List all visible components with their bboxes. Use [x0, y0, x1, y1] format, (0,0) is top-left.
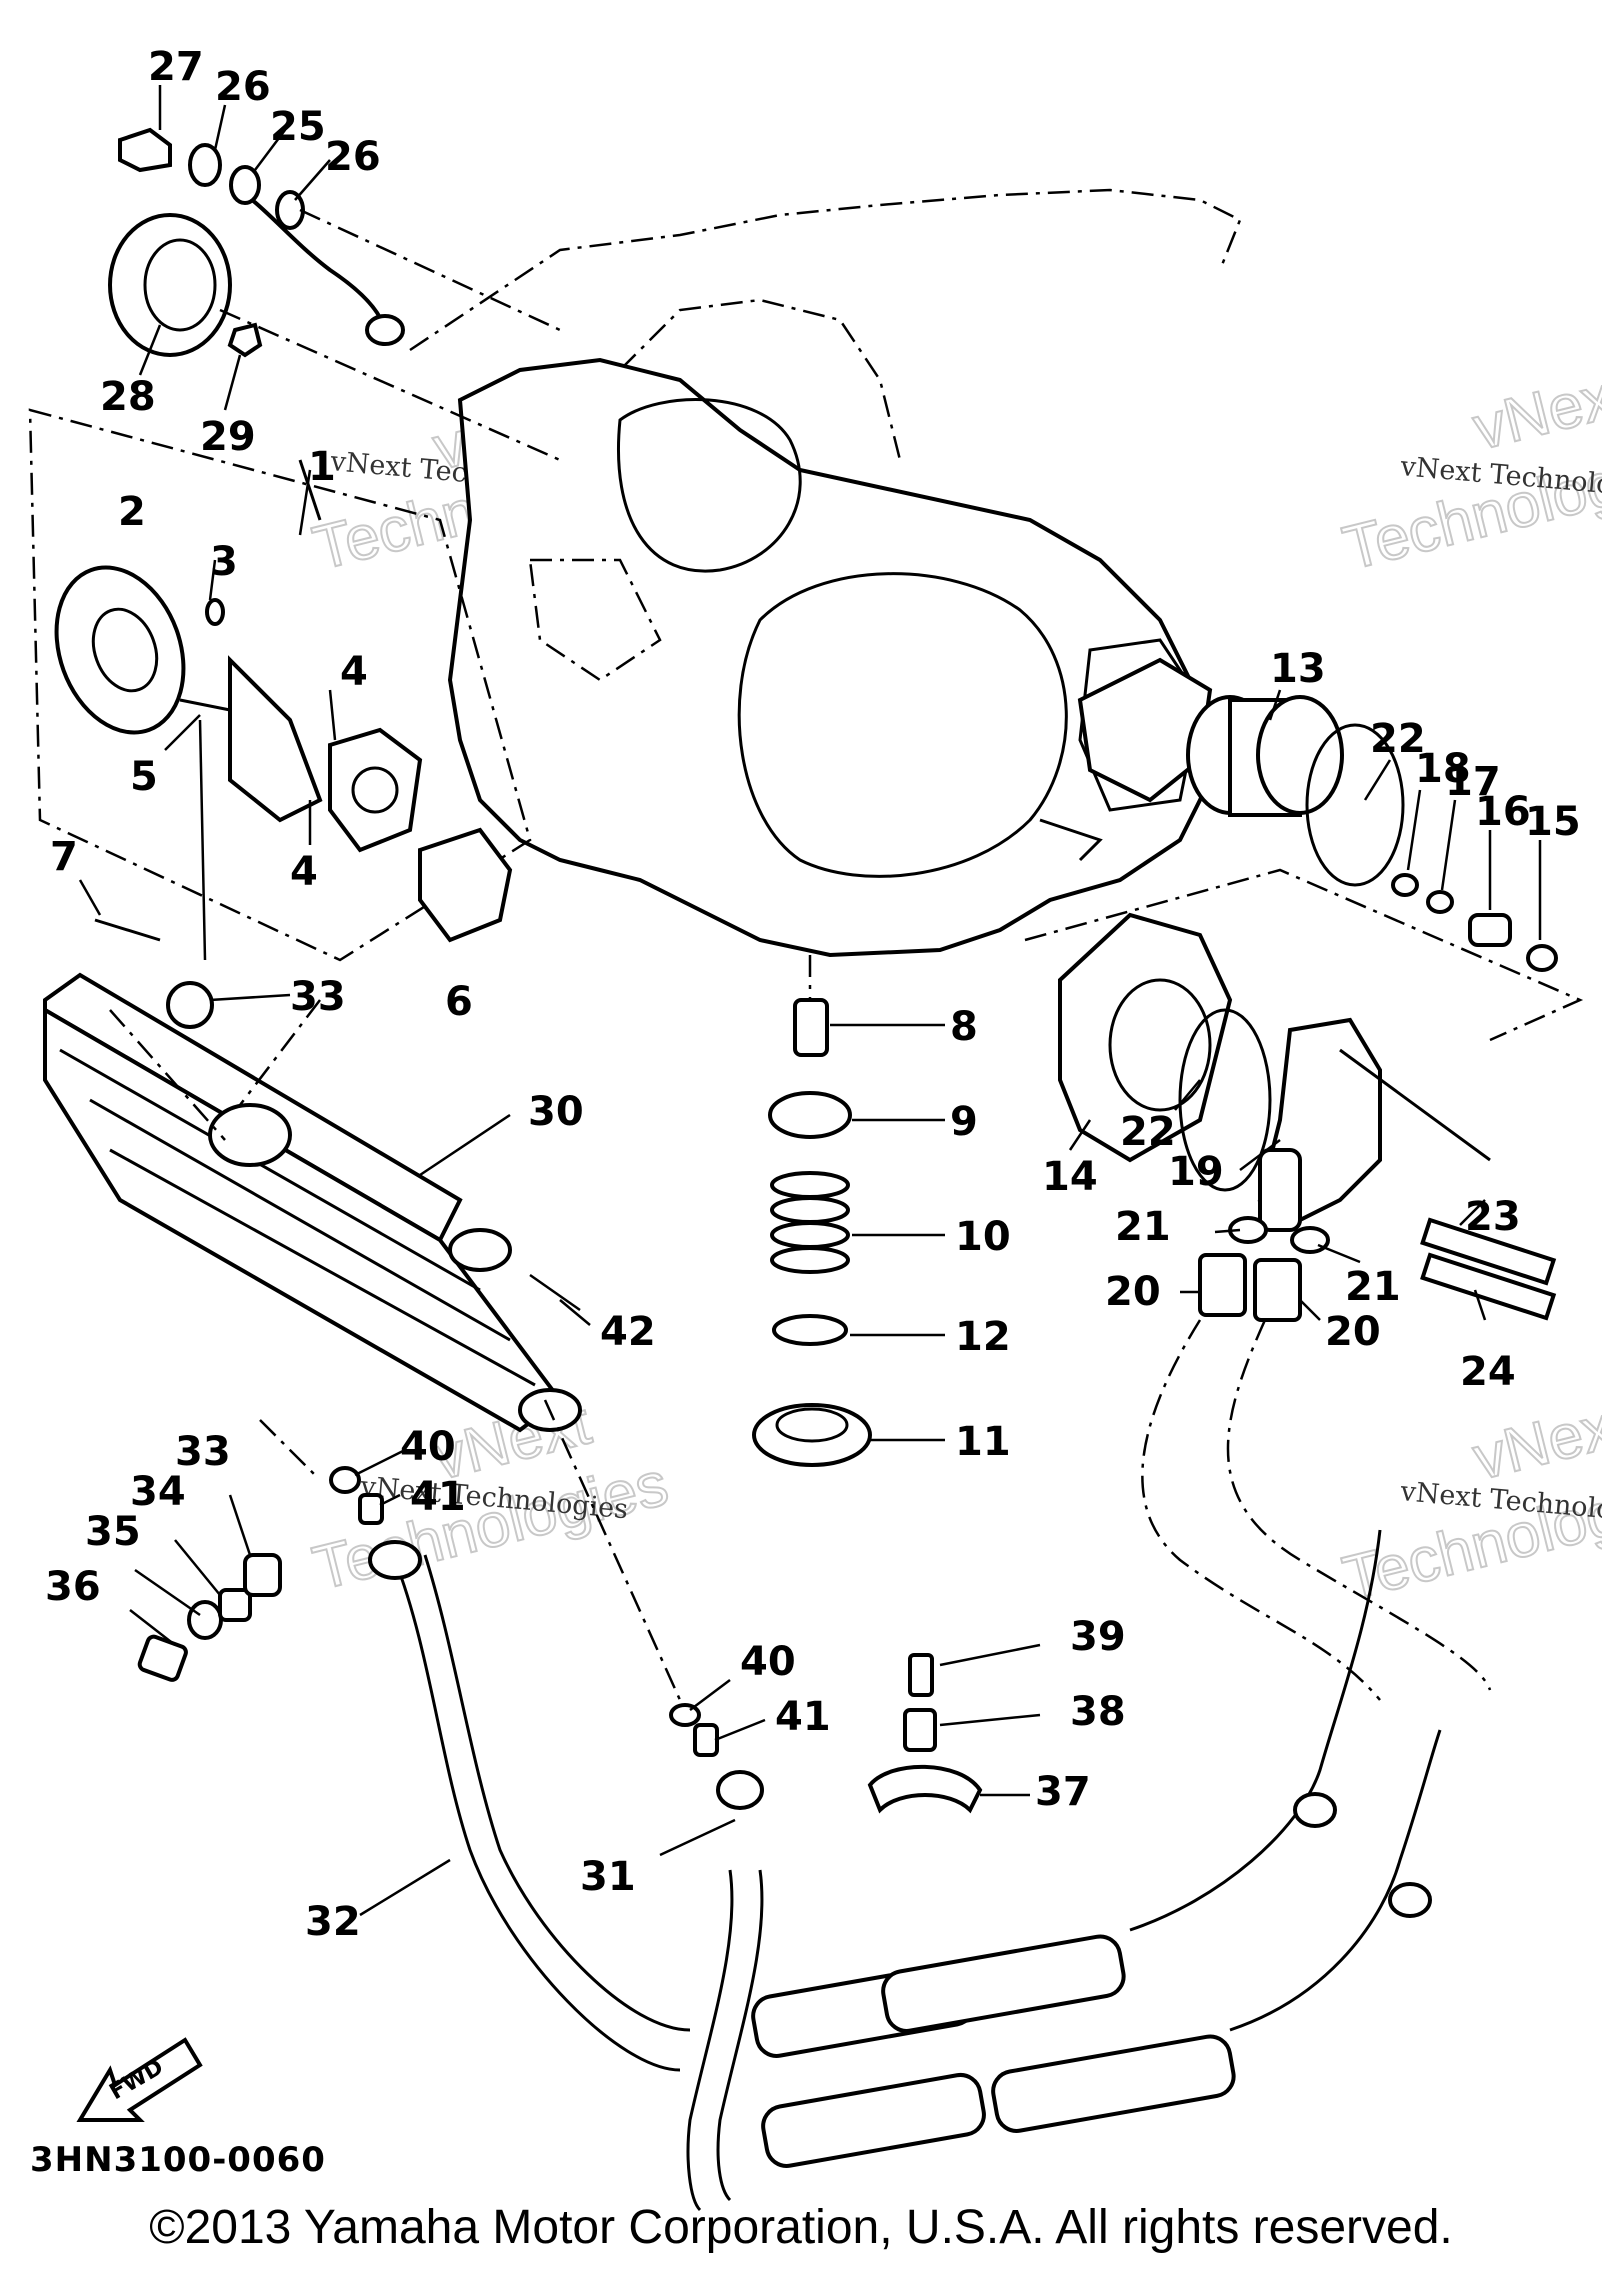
watermark-brand-top: vNext: [1467, 358, 1602, 463]
callout-2: 2: [118, 489, 146, 535]
fwd-arrow-icon: FWD: [76, 2037, 203, 2122]
watermark-brand-bottom: Technologies: [1337, 429, 1602, 584]
small-fittings: [137, 1399, 983, 1814]
callout-11: 11: [955, 1419, 1011, 1465]
callout-25: 25: [270, 104, 326, 150]
callout-41: 41: [775, 1694, 831, 1740]
callout-26: 26: [325, 134, 381, 180]
callout-37: 37: [1035, 1769, 1091, 1815]
callout-7: 7: [50, 834, 78, 880]
callout-31: 31: [580, 1854, 636, 1900]
callout-36: 36: [45, 1564, 101, 1610]
oil-filter-group: [1024, 657, 1584, 1322]
callout-24: 24: [1460, 1349, 1516, 1395]
breather-parts: [108, 127, 561, 462]
callout-29: 29: [200, 414, 256, 460]
relief-valve-stack: [752, 955, 872, 1467]
callout-30: 30: [528, 1089, 584, 1135]
callout-42: 42: [600, 1309, 656, 1355]
callout-13: 13: [1270, 646, 1326, 692]
callout-33: 33: [175, 1429, 231, 1475]
callout-40: 40: [740, 1639, 796, 1685]
callout-35: 35: [85, 1509, 141, 1555]
callout-22: 22: [1370, 716, 1426, 762]
oil-cooler: [43, 972, 582, 1433]
copyright-notice: ©2013 Yamaha Motor Corporation, U.S.A. A…: [149, 2201, 1453, 2254]
callout-9: 9: [950, 1099, 978, 1145]
callout-21: 21: [1345, 1264, 1401, 1310]
callout-6: 6: [445, 979, 473, 1025]
diagram-code: 3HN3100-0060: [30, 2140, 326, 2180]
callout-34: 34: [130, 1469, 186, 1515]
callout-8: 8: [950, 1004, 978, 1050]
watermark-brand-top: vNext: [1467, 1388, 1602, 1493]
callout-4: 4: [290, 849, 318, 895]
callout-32: 32: [305, 1899, 361, 1945]
callout-40: 40: [400, 1424, 456, 1470]
callout-22: 22: [1120, 1109, 1176, 1155]
callout-26: 26: [215, 64, 271, 110]
callout-4: 4: [340, 649, 368, 695]
callout-10: 10: [955, 1214, 1011, 1260]
callout-18: 18: [1415, 746, 1471, 792]
callout-5: 5: [130, 754, 158, 800]
oil-pump-assembly: [28, 408, 532, 962]
leader-lines: [78, 85, 1542, 1917]
callout-15: 15: [1525, 799, 1581, 845]
callout-12: 12: [955, 1314, 1011, 1360]
callout-14: 14: [1042, 1154, 1098, 1200]
callout-21: 21: [1115, 1204, 1171, 1250]
callout-23: 23: [1465, 1194, 1521, 1240]
callout-3: 3: [210, 539, 238, 585]
callout-20: 20: [1325, 1309, 1381, 1355]
callout-20: 20: [1105, 1269, 1161, 1315]
callout-38: 38: [1070, 1689, 1126, 1735]
callout-16: 16: [1475, 789, 1531, 835]
callout-1: 1: [308, 444, 336, 490]
callout-39: 39: [1070, 1614, 1126, 1660]
callout-27: 27: [148, 44, 204, 90]
crankcase-cover: [409, 188, 1242, 958]
callout-41: 41: [410, 1474, 466, 1520]
callout-17: 17: [1445, 759, 1501, 805]
callout-labels: 27 26 25 26 28 29 1 2 3 4 5 4 7 6 33 30 …: [45, 44, 1581, 1945]
callout-33: 33: [290, 974, 346, 1020]
oil-hoses: [368, 1319, 1492, 2212]
callout-28: 28: [100, 374, 156, 420]
callout-19: 19: [1168, 1149, 1224, 1195]
